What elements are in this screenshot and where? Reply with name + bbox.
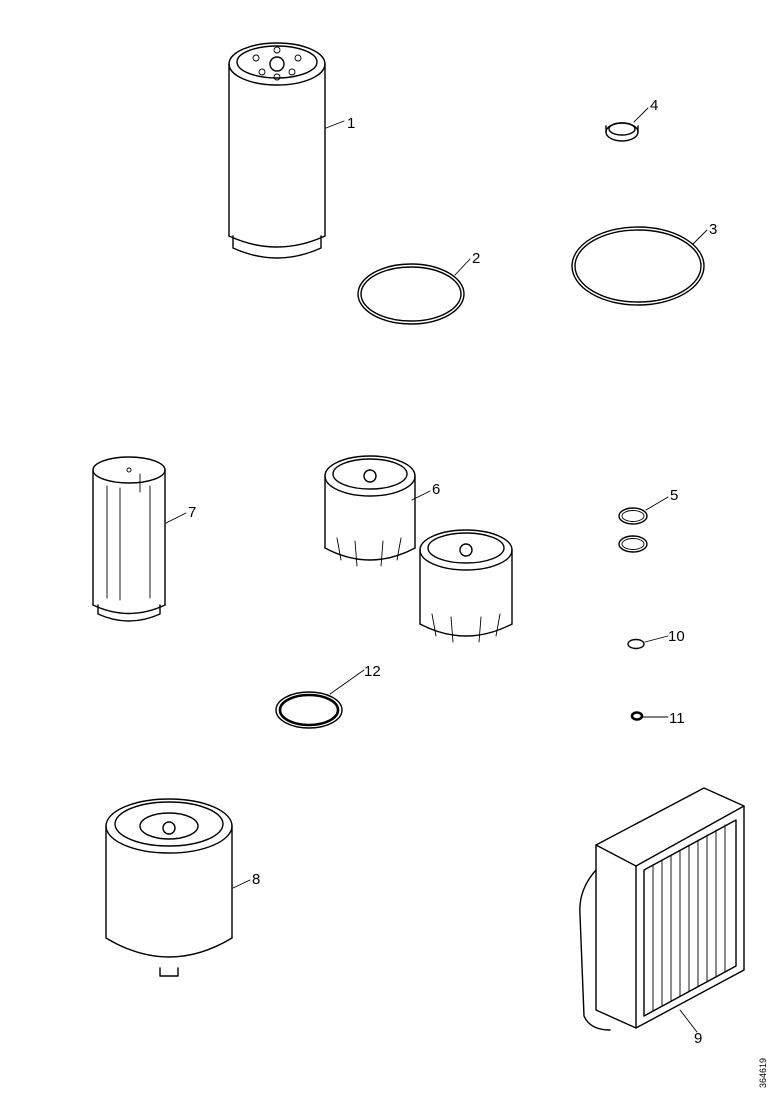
part-6-oil-filters [324,455,513,643]
callout-12-leader [329,669,365,695]
callout-4-leader [633,107,649,123]
callout-9-leader [679,1009,698,1033]
callout-7-leader [165,512,187,524]
part-7-filter-cartridge [92,456,166,622]
part-1-tall-filter [228,42,326,259]
reference-number: 364619 [758,1058,768,1088]
part-8-spin-on-filter [105,798,233,977]
part-9-panel-filter [579,787,745,1031]
callout-10-leader [644,635,669,643]
callout-12: 12 [364,663,381,680]
callout-9: 9 [694,1030,702,1047]
callout-5: 5 [670,487,678,504]
callout-5-leader [645,496,669,511]
part-3-large-o-ring [571,226,705,306]
callout-8: 8 [252,871,260,888]
callout-3: 3 [709,221,717,238]
callout-4: 4 [650,97,658,114]
callout-6: 6 [432,481,440,498]
part-5-o-rings [618,507,648,553]
part-2-o-ring [357,263,465,325]
part-4-seal-ring [605,122,639,142]
callout-2: 2 [472,250,480,267]
callout-10: 10 [668,628,685,645]
callout-2-leader [454,258,471,276]
callout-11: 11 [669,710,685,727]
callout-6-leader [411,490,431,501]
callout-3-leader [692,229,708,245]
part-12-gasket [275,691,343,729]
callout-1-leader [325,120,345,129]
callout-1: 1 [347,115,355,132]
part-11-washer [630,711,644,721]
callout-7: 7 [188,504,196,521]
callout-8-leader [232,879,251,889]
part-10-small-o-ring [627,638,645,650]
